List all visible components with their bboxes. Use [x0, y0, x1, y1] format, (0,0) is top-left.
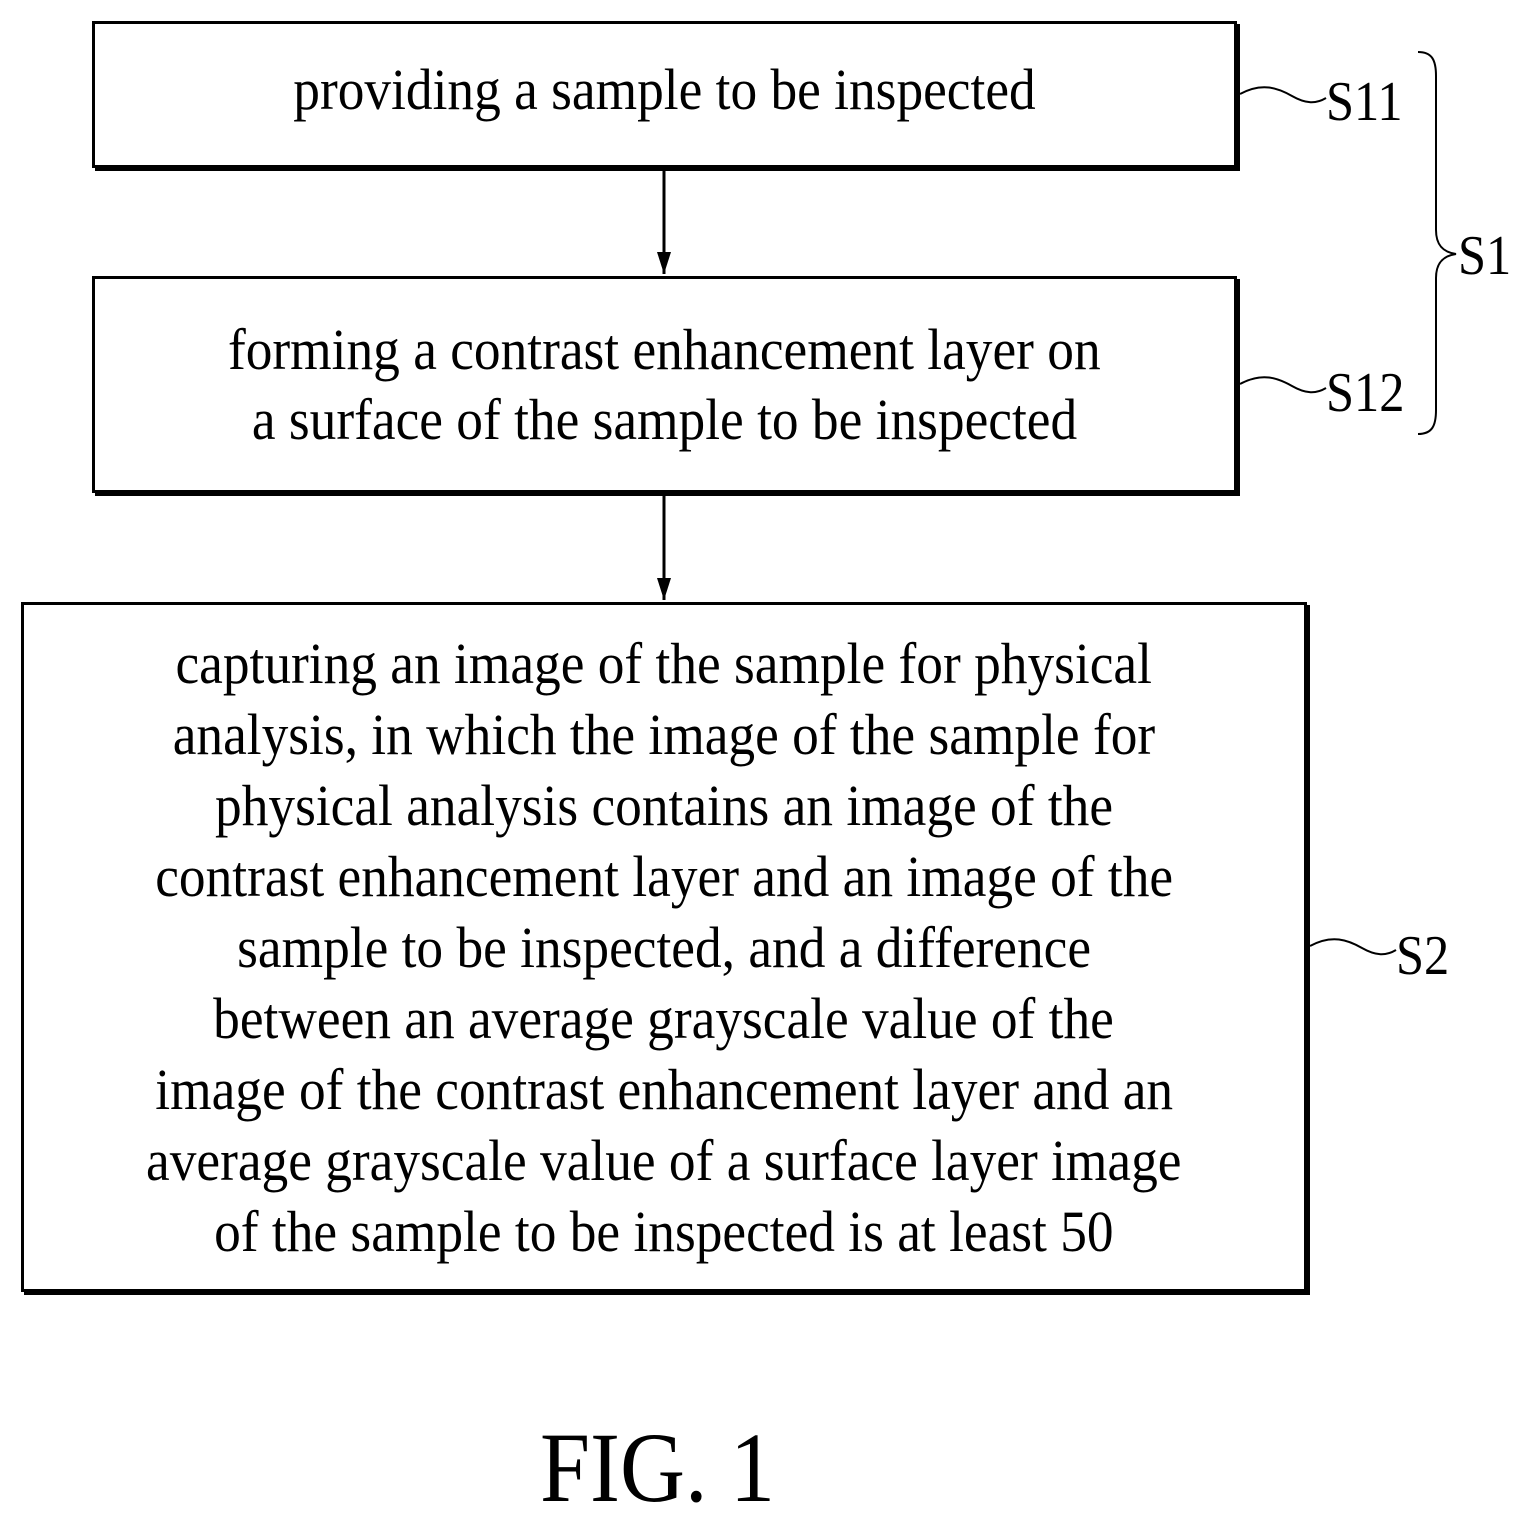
ref-label-s1: S1 — [1458, 228, 1511, 284]
brace-s1 — [1418, 52, 1456, 434]
step-s2-line: image of the contrast enhancement layer … — [155, 1054, 1173, 1125]
leader-s12 — [1240, 377, 1326, 392]
step-s2-line: contrast enhancement layer and an image … — [155, 841, 1173, 912]
step-s2-line: capturing an image of the sample for phy… — [176, 628, 1152, 699]
step-s12-line: a surface of the sample to be inspected — [252, 385, 1077, 455]
figure-caption: FIG. 1 — [540, 1418, 775, 1518]
step-s2-line: of the sample to be inspected is at leas… — [214, 1196, 1113, 1267]
step-s11-line: providing a sample to be inspected — [293, 61, 1035, 119]
step-box-s2: capturing an image of the sample for phy… — [21, 602, 1307, 1292]
arrowhead-s12-to-s2 — [657, 578, 671, 600]
leader-s11 — [1240, 87, 1326, 102]
ref-label-s11: S11 — [1326, 74, 1403, 130]
step-box-s11: providing a sample to be inspected — [92, 21, 1237, 168]
step-s12-line: forming a contrast enhancement layer on — [228, 315, 1101, 385]
leader-s2 — [1310, 939, 1396, 954]
step-s2-line: sample to be inspected, and a difference — [237, 912, 1091, 983]
step-s2-line: average grayscale value of a surface lay… — [146, 1125, 1181, 1196]
step-s2-line: analysis, in which the image of the samp… — [173, 699, 1155, 770]
ref-label-s2: S2 — [1396, 928, 1449, 984]
step-box-s12: forming a contrast enhancement layer on … — [92, 276, 1237, 493]
step-s2-line: between an average grayscale value of th… — [214, 983, 1115, 1054]
ref-label-s12: S12 — [1326, 365, 1404, 421]
arrowhead-s11-to-s12 — [657, 252, 671, 274]
step-s2-line: physical analysis contains an image of t… — [215, 770, 1113, 841]
